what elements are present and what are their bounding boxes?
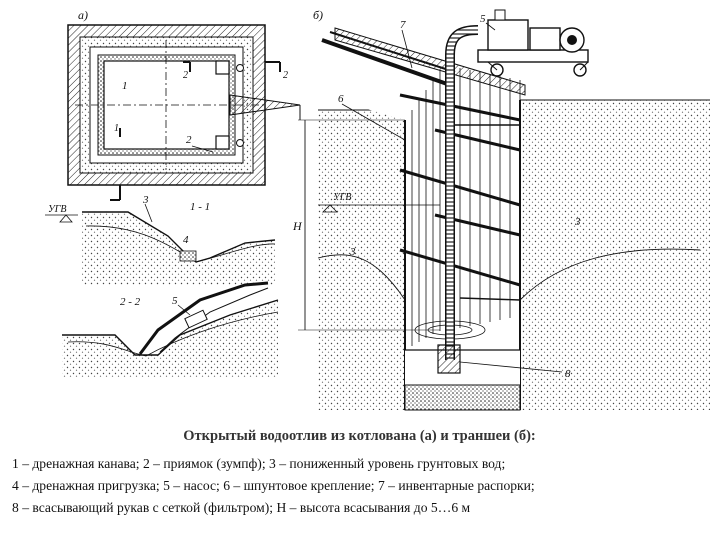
callout-2-section-a: 2 <box>183 70 188 81</box>
caption-title: Открытый водоотлив из котлована (а) и тр… <box>183 428 536 444</box>
caption-line-2: 4 – дренажная пригрузка; 5 – насос; 6 – … <box>12 478 535 493</box>
height-label: Н <box>292 219 303 233</box>
figure-drawing: а) 1 1 2 2 2 УГВ <box>45 8 710 411</box>
callout-7: 7 <box>400 19 406 31</box>
callout-3-left: 3 <box>142 194 149 206</box>
panel-b-trench: б) <box>292 8 710 411</box>
callout-6: 6 <box>338 93 344 105</box>
callout-1: 1 <box>122 80 128 92</box>
panel-b-label: б) <box>313 8 323 22</box>
callout-5-left: 5 <box>172 295 178 307</box>
callout-8: 8 <box>565 368 571 380</box>
ugv-label-right: УГВ <box>333 192 352 203</box>
section-1-1-label: 1 - 1 <box>190 201 210 213</box>
panel-a-plan: а) 1 1 2 2 2 <box>67 8 301 201</box>
caption-line-1: 1 – дренажная канава; 2 – приямок (зумпф… <box>12 456 506 471</box>
callout-2-section-b: 2 <box>283 70 288 81</box>
section-2-2: 2 - 2 5 <box>62 281 279 378</box>
callout-3-trench-right: 3 <box>574 216 581 228</box>
panel-a-label: а) <box>78 8 88 22</box>
callout-2: 2 <box>186 134 192 146</box>
callout-3-trench-left: 3 <box>349 246 356 258</box>
callout-1-section: 1 <box>114 123 119 134</box>
callout-5-right: 5 <box>480 13 486 25</box>
caption: Открытый водоотлив из котлована (а) и тр… <box>0 428 719 519</box>
pump-illustration <box>477 9 589 77</box>
figure: а) 1 1 2 2 2 УГВ <box>45 8 710 411</box>
ugv-label-left: УГВ <box>48 204 67 215</box>
callout-4: 4 <box>183 234 189 246</box>
caption-line-3: 8 – всасывающий рукав с сеткой (фильтром… <box>12 500 471 515</box>
section-2-2-label: 2 - 2 <box>120 296 141 308</box>
section-1-1: УГВ 1 - 1 3 4 <box>45 194 276 285</box>
